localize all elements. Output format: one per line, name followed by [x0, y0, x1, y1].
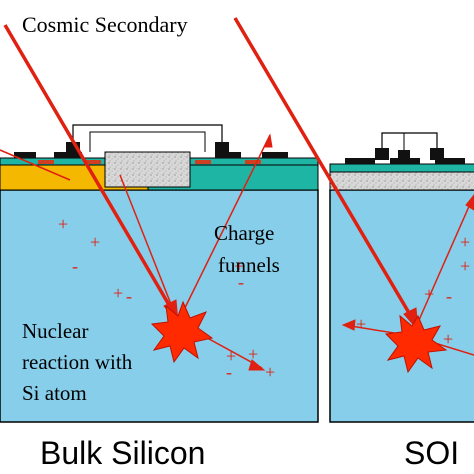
bulk-interconnect-wire: [72, 124, 223, 142]
charge-plus: +: [58, 214, 68, 234]
soi-secondary-track-1: [411, 194, 474, 337]
charge-plus: +: [226, 346, 236, 366]
charge-plus: +: [424, 284, 434, 304]
nuclear-reaction-line-2: reaction with: [22, 350, 133, 374]
charge-minus: -: [126, 286, 132, 306]
charge-minus: -: [226, 362, 232, 382]
soi-interconnect-wire: [381, 132, 438, 148]
bulk-secondary-track-2: [177, 134, 271, 323]
soi-contact-1: [375, 148, 389, 160]
charge-minus: -: [446, 286, 452, 306]
charge-funnels-label: Charge funnels: [214, 221, 280, 277]
nuclear-reaction-label: Nuclear reaction with Si atom: [22, 319, 133, 405]
soi-caption: SOI: [404, 435, 459, 471]
bulk-secondary-track-4: [119, 174, 179, 323]
bulk-device: [0, 124, 319, 423]
bulk-nuclear-burst: [150, 300, 214, 364]
soi-gate-2: [390, 158, 420, 164]
nuclear-reaction-line-1: Nuclear: [22, 319, 88, 343]
charge-funnels-line-2: funnels: [218, 253, 280, 277]
soi-gate-3: [435, 158, 465, 164]
bulk-substrate: [0, 189, 319, 423]
soi-nuclear-burst: [384, 314, 448, 374]
charge-plus: +: [113, 283, 123, 303]
charge-plus: +: [248, 344, 258, 364]
charge-plus: +: [90, 232, 100, 252]
bulk-diffusion-1: [38, 160, 54, 164]
nuclear-reaction-line-3: Si atom: [22, 381, 87, 405]
soi-secondary-arrowhead-1: [465, 194, 474, 211]
cosmic-secondary-label: Cosmic Secondary: [22, 12, 188, 37]
bulk-gate-2: [54, 152, 82, 158]
soi-substrate: [329, 189, 474, 423]
charge-funnels-line-1: Charge: [214, 221, 274, 245]
bulk-gate-1: [14, 152, 36, 158]
charge-plus: +: [356, 314, 366, 334]
bulk-silicon-caption: Bulk Silicon: [40, 435, 205, 471]
charge-plus: +: [265, 362, 275, 382]
bulk-isolation-oxide: [104, 151, 191, 188]
soi-contact-2: [398, 150, 410, 160]
bulk-secondary-track-1: [0, 149, 71, 181]
soi-device: [329, 132, 474, 423]
soi-silicon-film: [329, 163, 474, 173]
charge-plus: +: [443, 329, 453, 349]
bulk-diffusion-3: [195, 160, 211, 164]
bulk-diffusion-2: [85, 160, 101, 164]
soi-charge-signs: + + + - + +: [356, 232, 470, 349]
bulk-secondary-arrowhead-2: [263, 133, 273, 148]
bulk-cosmic-track: [3, 24, 174, 311]
charge-minus: -: [238, 272, 244, 292]
bulk-secondary-arrowhead-3: [248, 359, 266, 371]
bulk-interconnect-wire-inner: [89, 131, 206, 152]
bulk-gate-4: [262, 152, 288, 158]
soi-cosmic-track: [233, 17, 414, 319]
bulk-gate-3: [215, 152, 241, 158]
charge-minus: -: [72, 256, 78, 276]
charge-plus: +: [460, 256, 470, 276]
bulk-charge-signs: + + - + - + - + + - +: [58, 214, 275, 382]
charge-plus: +: [460, 232, 470, 252]
soi-buried-oxide: [329, 171, 474, 191]
charge-plus: +: [234, 256, 244, 276]
bulk-contact-right: [215, 142, 229, 154]
soi-secondary-arrowhead-2: [341, 319, 356, 331]
soi-gate-1: [345, 158, 375, 164]
soi-contact-3: [430, 148, 444, 160]
bulk-diffusion-4: [245, 160, 261, 164]
